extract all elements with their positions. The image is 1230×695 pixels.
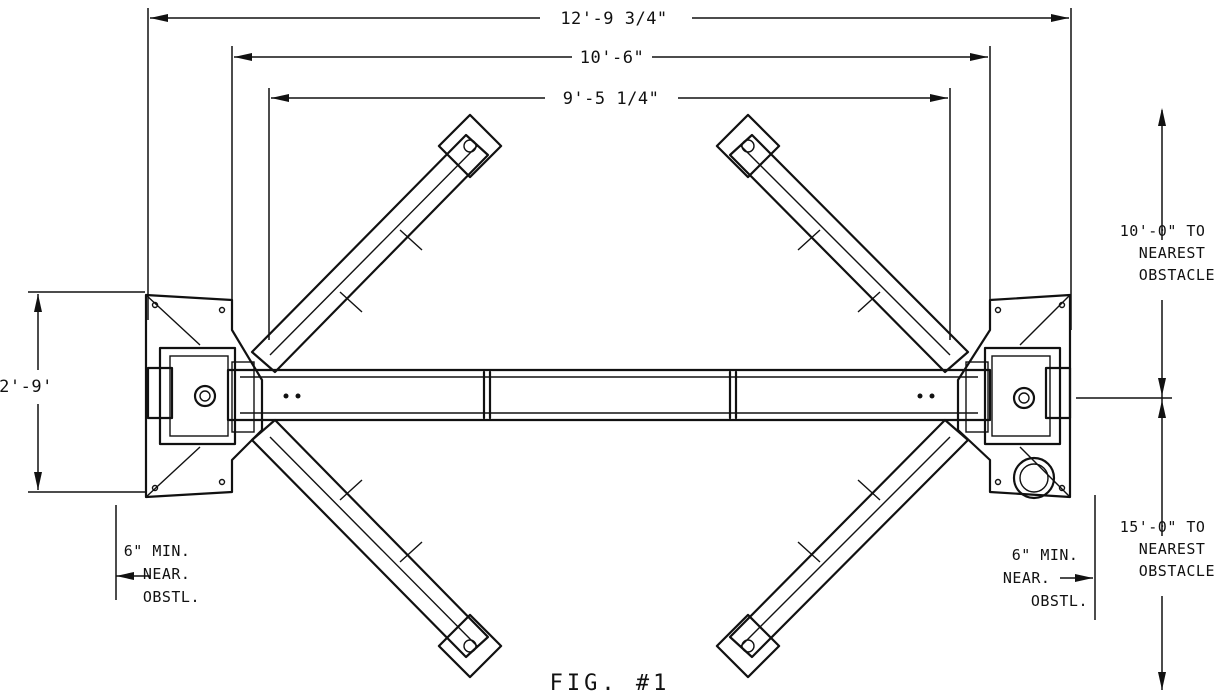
- left-side-clearance-note: 6" MIN. NEAR. OBSTL.: [124, 542, 200, 606]
- right-column-base: [956, 293, 1072, 500]
- column-width-label: 10'-6": [580, 48, 644, 68]
- base-depth-label: 2'-9': [0, 377, 53, 397]
- dimension-clearance-vertical: [1076, 108, 1172, 690]
- dimension-inner-width: 9'-5 1/4": [268, 88, 951, 340]
- figure-label: FIG. #1: [550, 671, 671, 695]
- arm-rear-left: [250, 418, 503, 679]
- arm-front-right: [715, 113, 970, 374]
- rear-clearance-note: 10'-0" TO NEAREST OBSTACLE: [1120, 222, 1215, 284]
- front-clearance-note: 15'-0" TO NEAREST OBSTACLE: [1120, 518, 1215, 580]
- dimension-overall-width: 12'-9 3/4": [147, 8, 1072, 330]
- overhead-beam: [226, 368, 992, 422]
- dimension-column-width: 10'-6": [231, 46, 991, 320]
- arm-front-left: [250, 113, 503, 374]
- inner-width-label: 9'-5 1/4": [563, 89, 660, 109]
- left-side-clearance: 6" MIN. NEAR. OBSTL.: [115, 505, 200, 606]
- right-side-clearance: 6" MIN. NEAR. OBSTL.: [1003, 495, 1096, 620]
- left-column-base: [144, 293, 264, 499]
- arm-rear-right: [715, 418, 970, 679]
- overall-width-label: 12'-9 3/4": [560, 9, 667, 29]
- dimension-base-depth: 2'-9': [0, 291, 145, 493]
- right-side-clearance-note: 6" MIN. NEAR. OBSTL.: [1003, 546, 1088, 610]
